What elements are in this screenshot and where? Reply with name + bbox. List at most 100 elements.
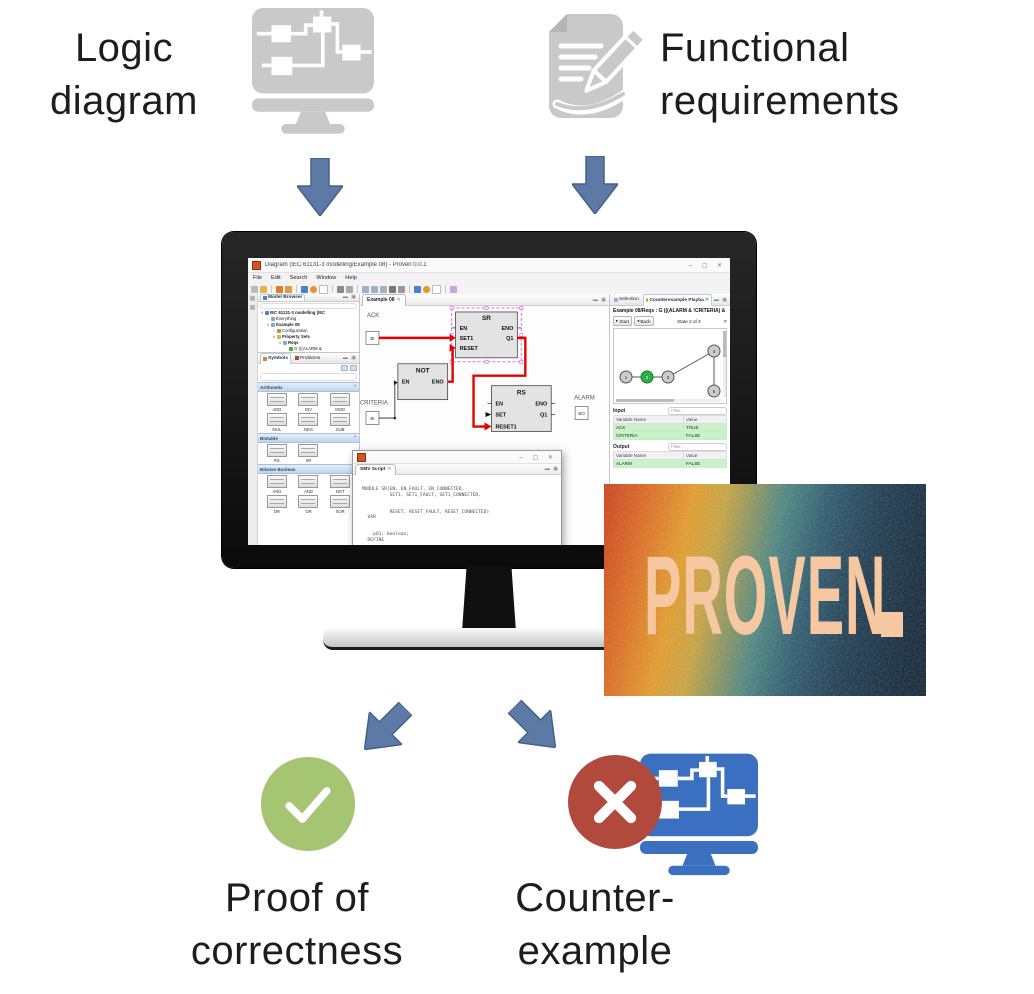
close-tab-icon[interactable]: ✕ bbox=[704, 297, 709, 303]
close-button[interactable]: ✕ bbox=[547, 454, 557, 461]
palette-item-add[interactable]: ADD bbox=[261, 393, 293, 412]
counterexample-panel-controls[interactable]: ▬ ▣ bbox=[713, 296, 728, 303]
state-node[interactable]: 5 bbox=[707, 384, 721, 398]
menu-edit[interactable]: Edit bbox=[271, 275, 281, 281]
start-button[interactable]: ▸Start bbox=[613, 316, 633, 326]
menu-help[interactable]: Help bbox=[345, 275, 357, 281]
not-block[interactable]: NOT EN ENO bbox=[397, 363, 449, 401]
tree-item-example08[interactable]: ∨ Example 08 bbox=[266, 322, 300, 327]
state-node-current[interactable]: 2 bbox=[640, 370, 654, 384]
text-tool-icon[interactable] bbox=[389, 285, 396, 293]
undo-icon[interactable] bbox=[276, 285, 283, 293]
maximize-button[interactable]: ▢ bbox=[701, 262, 712, 269]
palette-item-mul[interactable]: MUL bbox=[261, 413, 293, 432]
palette-item-rs[interactable]: RS bbox=[261, 444, 293, 463]
palette-item-not[interactable]: NOT bbox=[324, 475, 356, 494]
model-browser-panel-controls[interactable]: ▬ ▣ bbox=[342, 294, 357, 301]
palette-item-and3[interactable]: AND bbox=[293, 475, 325, 494]
tab-model-browser[interactable]: Model Browser bbox=[260, 293, 306, 302]
menu-search[interactable]: Search bbox=[289, 275, 308, 281]
menu-window[interactable]: Window bbox=[316, 275, 337, 281]
tree-item-reqs[interactable]: ∨ Reqs bbox=[278, 340, 299, 345]
palette-panel-controls[interactable]: ▬ ▣ bbox=[342, 355, 357, 361]
column-value[interactable]: Value bbox=[683, 415, 727, 424]
layout-grid-icon[interactable] bbox=[341, 365, 348, 371]
palette-item-or3[interactable]: OR bbox=[293, 495, 325, 514]
marquee-icon[interactable] bbox=[346, 285, 353, 293]
debug-icon[interactable] bbox=[301, 285, 308, 293]
minimize-button[interactable]: – bbox=[519, 454, 527, 461]
tab-symbols[interactable]: Symbols bbox=[260, 353, 291, 364]
rs-block[interactable]: RS EN SET RESET1 ENO Q1 bbox=[485, 385, 556, 432]
minimize-button[interactable]: – bbox=[688, 262, 696, 269]
graph-horizontal-scrollbar[interactable] bbox=[616, 399, 721, 402]
restore-view-icon[interactable] bbox=[250, 296, 255, 301]
close-tab-icon[interactable]: ✕ bbox=[396, 297, 401, 303]
state-node[interactable]: 4 bbox=[707, 344, 721, 358]
back-button[interactable]: ◂Back bbox=[634, 316, 654, 326]
v-resize-icon[interactable] bbox=[380, 285, 387, 293]
palette-item-neg[interactable]: NEG bbox=[293, 413, 325, 432]
output-filter-input[interactable]: Filter... bbox=[668, 442, 727, 451]
palette-item-sr[interactable]: SR bbox=[293, 444, 325, 463]
palette-item-sub[interactable]: SUB bbox=[324, 413, 356, 432]
tree-item-configuration[interactable]: › Configuration bbox=[273, 328, 308, 333]
palette-item-mod[interactable]: MOD bbox=[324, 393, 356, 412]
palette-section-bistable[interactable]: Bistable⌃ bbox=[258, 433, 359, 443]
palette-section-bitwise-boolean[interactable]: Bitwise Boolean⌃ bbox=[258, 464, 359, 474]
run-icon[interactable] bbox=[310, 285, 317, 293]
close-tab-icon[interactable]: ✕ bbox=[387, 467, 392, 472]
wand-icon[interactable] bbox=[450, 285, 457, 293]
report-icon[interactable] bbox=[432, 284, 441, 294]
select-cursor-icon[interactable] bbox=[337, 285, 344, 293]
redo-icon[interactable] bbox=[285, 285, 292, 293]
new-file-icon[interactable] bbox=[319, 284, 328, 294]
state-node[interactable]: 3 bbox=[661, 370, 675, 384]
tab-selection[interactable]: Selection bbox=[612, 294, 641, 305]
graph-vertical-scrollbar[interactable] bbox=[723, 331, 726, 397]
zoom-icon[interactable] bbox=[362, 285, 369, 293]
model-browser-filter-input[interactable] bbox=[260, 302, 357, 309]
check-model-icon[interactable] bbox=[423, 285, 430, 293]
tab-problems[interactable]: Problems bbox=[293, 353, 322, 363]
palette-item-or2[interactable]: OR bbox=[261, 495, 293, 514]
menu-file[interactable]: File bbox=[253, 275, 263, 281]
palette-section-arithmetic[interactable]: Arithmetic⌃ bbox=[258, 382, 359, 392]
tree-item-property-sets[interactable]: ∨ Property Sets bbox=[272, 334, 310, 339]
align-icon[interactable] bbox=[398, 285, 405, 293]
tree-item-everything[interactable]: › Everything bbox=[267, 316, 297, 321]
open-folder-icon[interactable] bbox=[260, 285, 267, 293]
smv-panel-controls[interactable]: ▬ ▣ bbox=[544, 466, 559, 472]
column-variable-name[interactable]: Variable Name bbox=[612, 415, 685, 424]
tab-example-08[interactable]: Example 08✕ bbox=[362, 293, 406, 306]
column-variable-name[interactable]: Variable Name bbox=[612, 451, 685, 460]
tab-counterexample-playback[interactable]: Counterexample Playba ✕ bbox=[642, 293, 712, 306]
editor-panel-controls[interactable]: ▬ ▣ bbox=[592, 296, 607, 303]
forward-button[interactable]: F bbox=[724, 318, 727, 324]
palette-item-div[interactable]: DIV bbox=[293, 393, 325, 412]
criteria-input[interactable]: CRITERIA BI bbox=[360, 401, 388, 425]
verify-icon[interactable] bbox=[414, 285, 421, 293]
close-button[interactable]: ✕ bbox=[716, 262, 726, 269]
h-resize-icon[interactable] bbox=[371, 285, 378, 293]
tab-smv-script[interactable]: SMV Script✕ bbox=[355, 463, 397, 475]
state-node[interactable]: 1 bbox=[619, 370, 633, 384]
state-graph[interactable]: 1 2 3 4 5 bbox=[613, 328, 727, 404]
layout-list-icon[interactable] bbox=[350, 365, 357, 371]
ack-input[interactable]: ACK BI bbox=[365, 313, 380, 345]
input-filter-input[interactable]: Filter... bbox=[668, 406, 727, 415]
tree-item-requirement-g[interactable]: G (((ALARM & bbox=[258, 346, 359, 352]
smv-code[interactable]: MODULE SR(EN, EN_FAULT, EN_CONNECTED, SE… bbox=[362, 487, 490, 543]
palette-item-xor[interactable]: XOR bbox=[324, 495, 356, 514]
wrench-icon[interactable] bbox=[250, 305, 255, 310]
maximize-button[interactable]: ▢ bbox=[532, 454, 543, 461]
alarm-output[interactable]: ALARM BO bbox=[574, 396, 595, 420]
sr-block[interactable]: SR EN SET1 RESET ENO Q1 bbox=[451, 311, 522, 359]
palette-item-and2[interactable]: AND bbox=[261, 475, 293, 494]
tree-item-project[interactable]: ∨ IEC 61131-3 modelling [IEC bbox=[260, 310, 326, 315]
palette-filter-input[interactable] bbox=[260, 373, 357, 381]
save-icon[interactable] bbox=[251, 285, 258, 293]
